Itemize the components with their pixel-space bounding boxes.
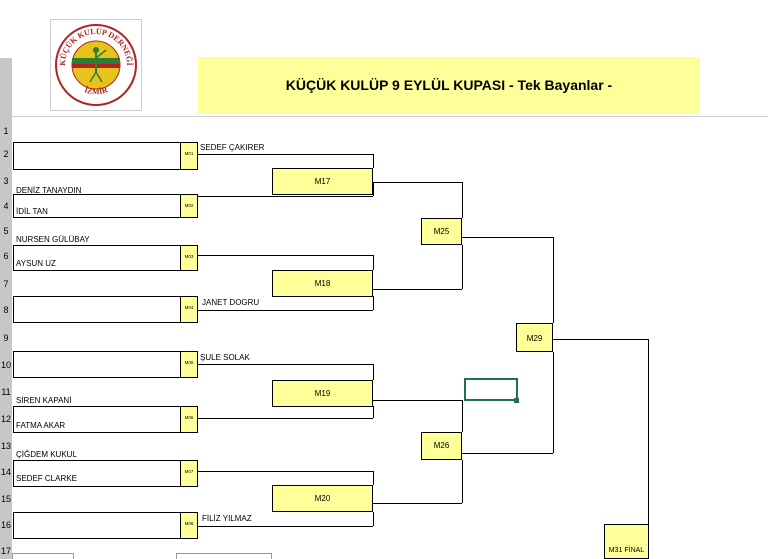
bracket-line: [198, 255, 373, 256]
bracket-line: [198, 364, 373, 365]
player-name: AYSUN UZ: [16, 259, 56, 268]
player-slot-1[interactable]: [13, 142, 181, 170]
row-header-strip: [0, 58, 12, 559]
row-header[interactable]: 16: [0, 520, 11, 530]
bracket-line: [373, 512, 374, 526]
bracket-line: [462, 453, 553, 454]
row-header[interactable]: 11: [1, 387, 11, 397]
bracket-line: [553, 352, 554, 453]
match-m04[interactable]: M04: [180, 296, 198, 323]
match-m01[interactable]: M01: [180, 142, 198, 170]
club-logo: KÜÇÜK KULÜP DERNEĞİ İZMİR: [50, 19, 142, 111]
match-m26[interactable]: M26: [421, 432, 462, 460]
player-name: SEDEF CLARKE: [16, 474, 77, 483]
bracket-line: [462, 182, 463, 218]
player-slot-6[interactable]: [13, 406, 181, 433]
match-m03[interactable]: M03: [180, 245, 198, 271]
match-m20[interactable]: M20: [272, 485, 373, 512]
row-header[interactable]: 12: [0, 414, 11, 424]
club-emblem-icon: KÜÇÜK KULÜP DERNEĞİ İZMİR: [55, 24, 137, 106]
title-band: [198, 57, 700, 114]
header-divider: [12, 116, 768, 117]
match-m29[interactable]: M29: [516, 323, 553, 352]
selected-cell[interactable]: [464, 378, 518, 401]
bracket-line: [198, 471, 373, 472]
player-name: SİREN KAPANİ: [16, 396, 72, 405]
sheet-tab-fragment[interactable]: [176, 553, 272, 559]
bracket-line: [462, 460, 463, 503]
row-header[interactable]: 6: [3, 251, 9, 261]
player-name: FİLİZ YILMAZ: [202, 514, 252, 523]
player-name: ÇİĞDEM KUKUL: [16, 450, 77, 459]
svg-text:İZMİR: İZMİR: [83, 84, 109, 96]
match-m08[interactable]: M08: [180, 512, 198, 539]
player-name: NURSEN GÜLÜBAY: [16, 235, 90, 244]
row-header[interactable]: 4: [3, 201, 9, 211]
match-m18[interactable]: M18: [272, 270, 373, 297]
bracket-line: [373, 182, 462, 183]
bracket-line: [198, 196, 373, 197]
bracket-line: [373, 406, 374, 418]
row-header[interactable]: 2: [3, 149, 9, 159]
bracket-line: [373, 183, 374, 196]
bracket-line: [373, 400, 462, 401]
bracket-line: [462, 237, 553, 238]
bracket-line: [198, 154, 373, 155]
row-header[interactable]: 15: [0, 494, 11, 504]
player-slot-5[interactable]: [13, 351, 181, 378]
sheet-tab-fragment[interactable]: [12, 553, 74, 559]
fill-handle[interactable]: [514, 398, 519, 403]
match-m07[interactable]: M07: [180, 460, 198, 487]
bracket-line: [373, 296, 374, 310]
match-m06[interactable]: M06: [180, 406, 198, 433]
player-name: DENİZ TANAYDIN: [16, 186, 82, 195]
row-header[interactable]: 7: [3, 279, 9, 289]
player-name: ŞULE SOLAK: [200, 353, 250, 362]
row-header[interactable]: 5: [3, 226, 9, 236]
player-slot-2[interactable]: [13, 194, 181, 218]
bracket-line: [462, 245, 463, 289]
row-header[interactable]: 1: [3, 126, 9, 136]
match-m05[interactable]: M05: [180, 351, 198, 378]
bracket-line: [373, 154, 374, 168]
row-header[interactable]: 17: [0, 546, 11, 556]
bracket-line: [198, 526, 373, 527]
player-slot-8[interactable]: [13, 512, 181, 539]
player-name: JANET DOGRU: [202, 298, 260, 307]
bracket-line: [373, 471, 374, 485]
row-header[interactable]: 9: [3, 333, 9, 343]
player-name: İDİL TAN: [16, 207, 48, 216]
match-m25[interactable]: M25: [421, 218, 462, 245]
row-header[interactable]: 8: [3, 305, 9, 315]
row-header[interactable]: 13: [0, 441, 11, 451]
player-slot-4[interactable]: [13, 296, 181, 323]
bracket-line: [462, 400, 463, 432]
match-m02[interactable]: M02: [180, 194, 198, 218]
logo-text-bottom: İZMİR: [83, 84, 109, 96]
bracket-line: [373, 364, 374, 380]
match-m31-final[interactable]: M31 FİNAL: [604, 524, 649, 559]
row-header[interactable]: 10: [0, 360, 11, 370]
bracket-line: [373, 503, 462, 504]
bracket-line: [198, 418, 373, 419]
player-name: SEDEF ÇAKIRER: [200, 143, 265, 152]
bracket-line: [373, 289, 462, 290]
bracket-line: [553, 237, 554, 323]
row-header[interactable]: 3: [3, 176, 9, 186]
bracket-line: [553, 339, 648, 340]
match-m17[interactable]: M17: [272, 168, 373, 195]
player-slot-3[interactable]: [13, 245, 181, 271]
bracket-line: [373, 255, 374, 270]
page-title: KÜÇÜK KULÜP 9 EYLÜL KUPASI - Tek Bayanla…: [285, 77, 613, 93]
bracket-line: [198, 310, 373, 311]
row-header[interactable]: 14: [0, 467, 11, 477]
bracket-line: [648, 339, 649, 525]
match-m19[interactable]: M19: [272, 380, 373, 407]
player-slot-7[interactable]: [13, 460, 181, 487]
player-name: FATMA AKAR: [16, 421, 66, 430]
